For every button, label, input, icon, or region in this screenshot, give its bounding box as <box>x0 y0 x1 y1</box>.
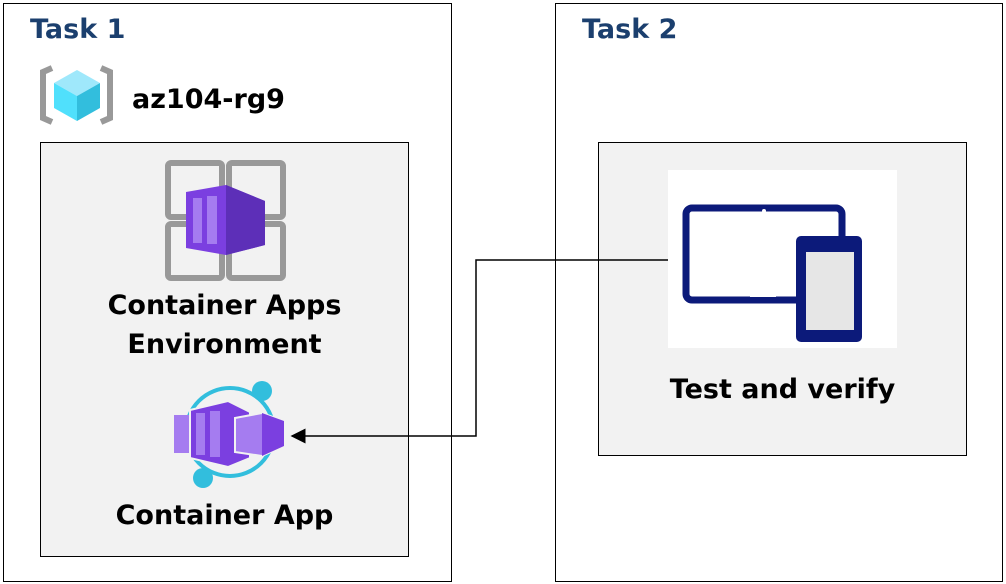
device-label: Test and verify <box>669 374 896 405</box>
container-app-icon <box>174 381 285 488</box>
container-app-label: Container App <box>115 500 334 531</box>
task1-panel <box>3 3 452 582</box>
environment-label: Container Apps Environment <box>40 286 409 364</box>
environment-label-line1: Container Apps <box>107 290 342 321</box>
container-apps-environment-icon <box>165 160 286 281</box>
resource-group-label: az104-rg9 <box>132 84 285 115</box>
devices-icon <box>682 204 862 342</box>
task2-panel <box>555 3 1003 582</box>
task1-title: Task 1 <box>30 14 126 45</box>
task2-title: Task 2 <box>582 14 678 45</box>
resource-group-icon <box>40 65 113 125</box>
connector-arrow <box>290 259 668 444</box>
environment-label-line2: Environment <box>127 329 322 360</box>
